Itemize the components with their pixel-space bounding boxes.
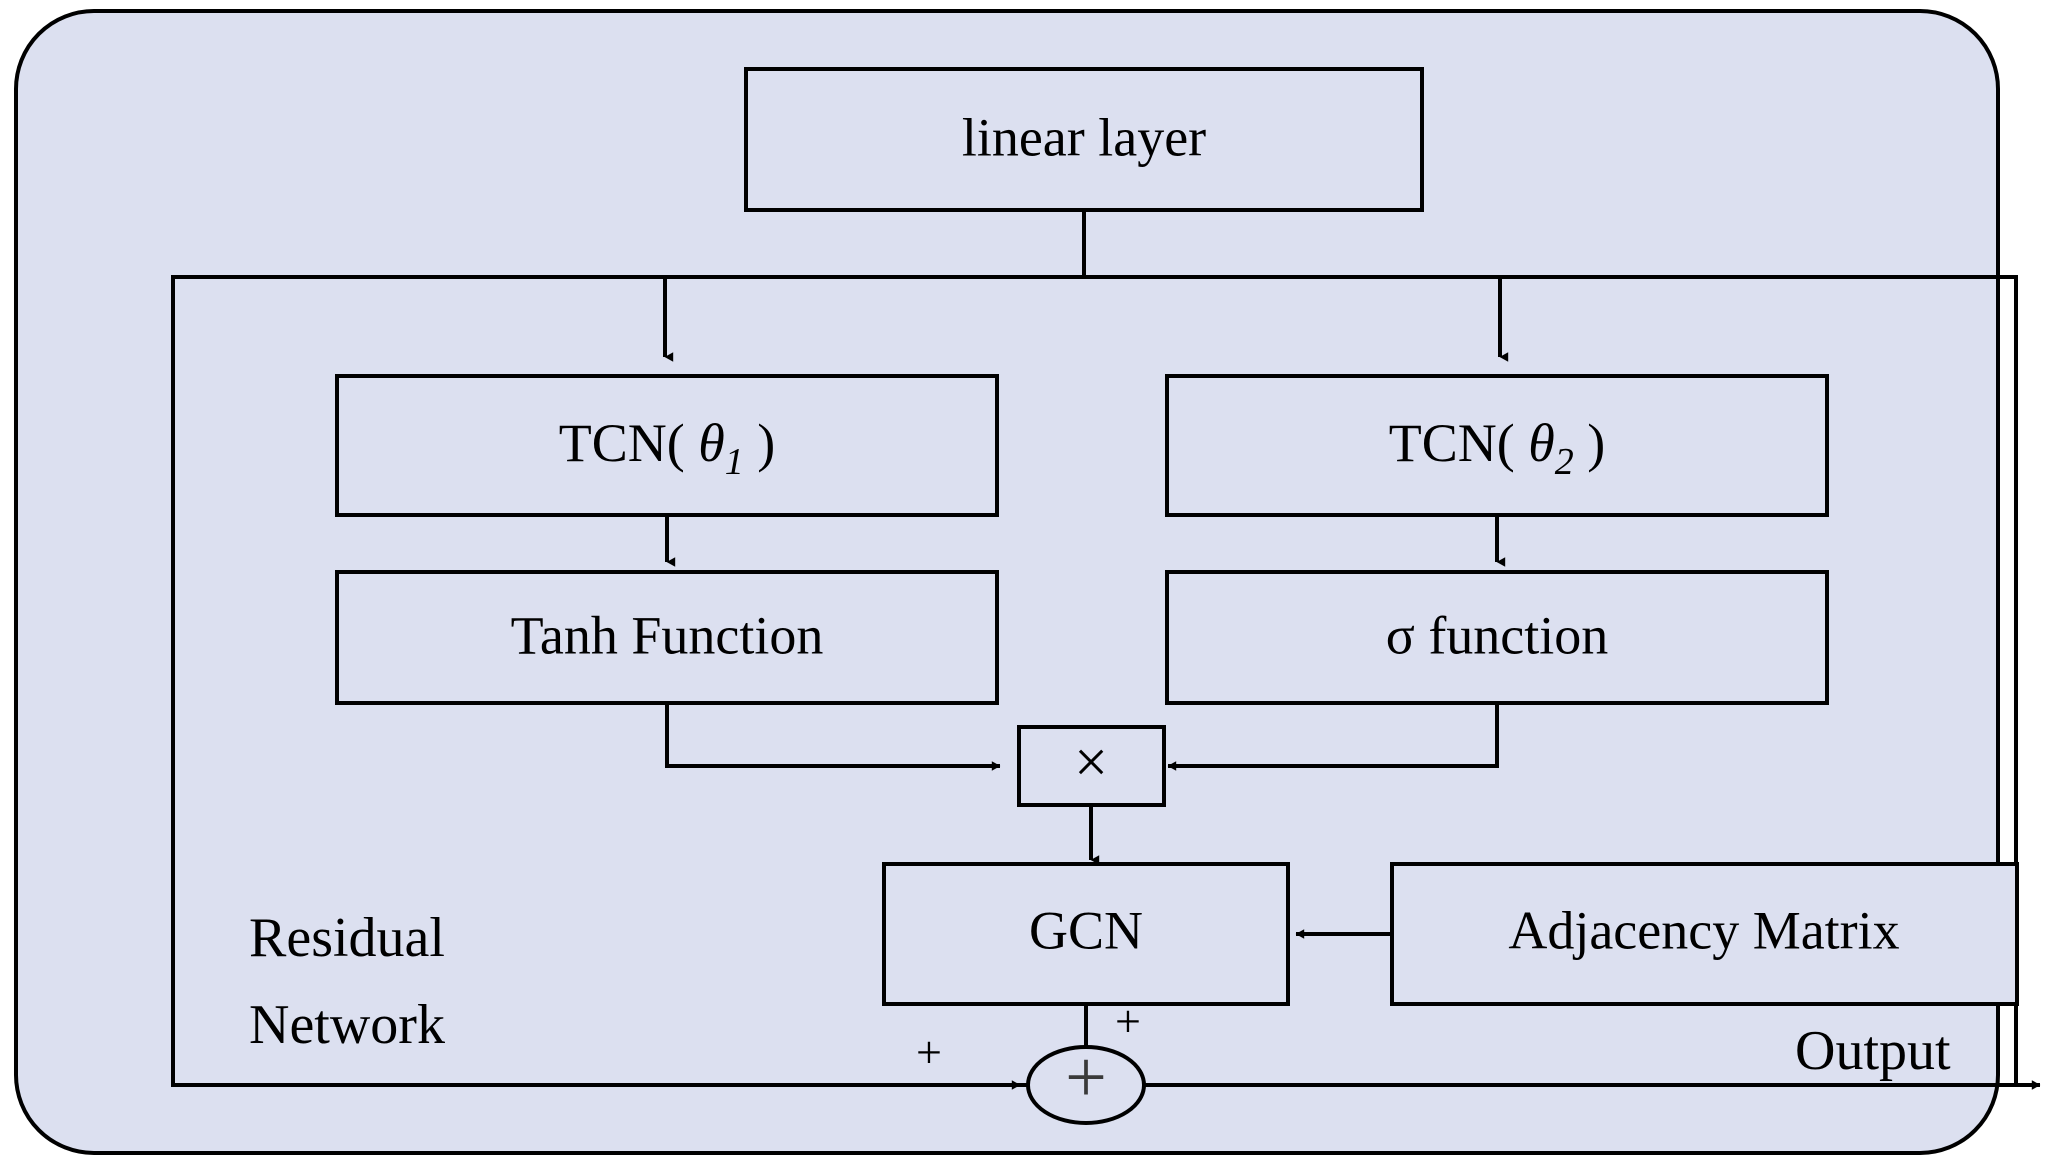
tcn-theta-1-box[interactable] — [335, 374, 999, 517]
edge-tanh-to-multiply — [665, 703, 1001, 771]
node-linear-layer[interactable]: linear layer — [744, 67, 1424, 212]
adjacency-matrix-label: Adjacency Matrix — [1508, 900, 1899, 960]
node-tcn-theta-1[interactable]: TCN( θ1 ) — [335, 374, 999, 517]
sum-node-label: + — [1065, 1037, 1107, 1119]
sigma-function-box[interactable] — [1165, 570, 1829, 705]
tanh-function-label: Tanh Function — [511, 605, 824, 665]
node-sigma-function[interactable]: σ function — [1165, 570, 1829, 705]
linear-layer-label: linear layer — [962, 107, 1206, 167]
sigma-function-label: σ function — [1386, 605, 1609, 665]
node-adjacency-matrix[interactable]: Adjacency Matrix — [1390, 862, 2019, 1006]
edge-sigma-to-multiply — [1167, 703, 1499, 771]
tanh-function-box[interactable] — [335, 570, 999, 705]
node-tcn-theta-2[interactable]: TCN( θ2 ) — [1165, 374, 1829, 517]
tcn-theta-1-label: TCN( θ1 ) — [559, 413, 776, 482]
node-tanh-function[interactable]: Tanh Function — [335, 570, 999, 705]
residual-network-label-line2: Network — [249, 994, 445, 1056]
tcn-theta-2-box[interactable] — [1165, 374, 1829, 517]
linear-layer-box[interactable] — [744, 67, 1424, 212]
node-multiply-gate[interactable]: × — [1017, 725, 1166, 807]
plus-left-annotation: + — [916, 1027, 942, 1078]
node-gcn[interactable]: GCN — [882, 862, 1290, 1006]
gcn-label: GCN — [1029, 900, 1143, 960]
output-label: Output — [1795, 1020, 1951, 1082]
residual-network-label-line1: Residual — [249, 907, 445, 969]
tcn-theta-2-label: TCN( θ2 ) — [1389, 413, 1606, 482]
edge-linear-to-tcns — [663, 210, 1509, 362]
plus-top-annotation: + — [1115, 996, 1141, 1047]
multiply-gate-label: × — [1074, 729, 1108, 795]
